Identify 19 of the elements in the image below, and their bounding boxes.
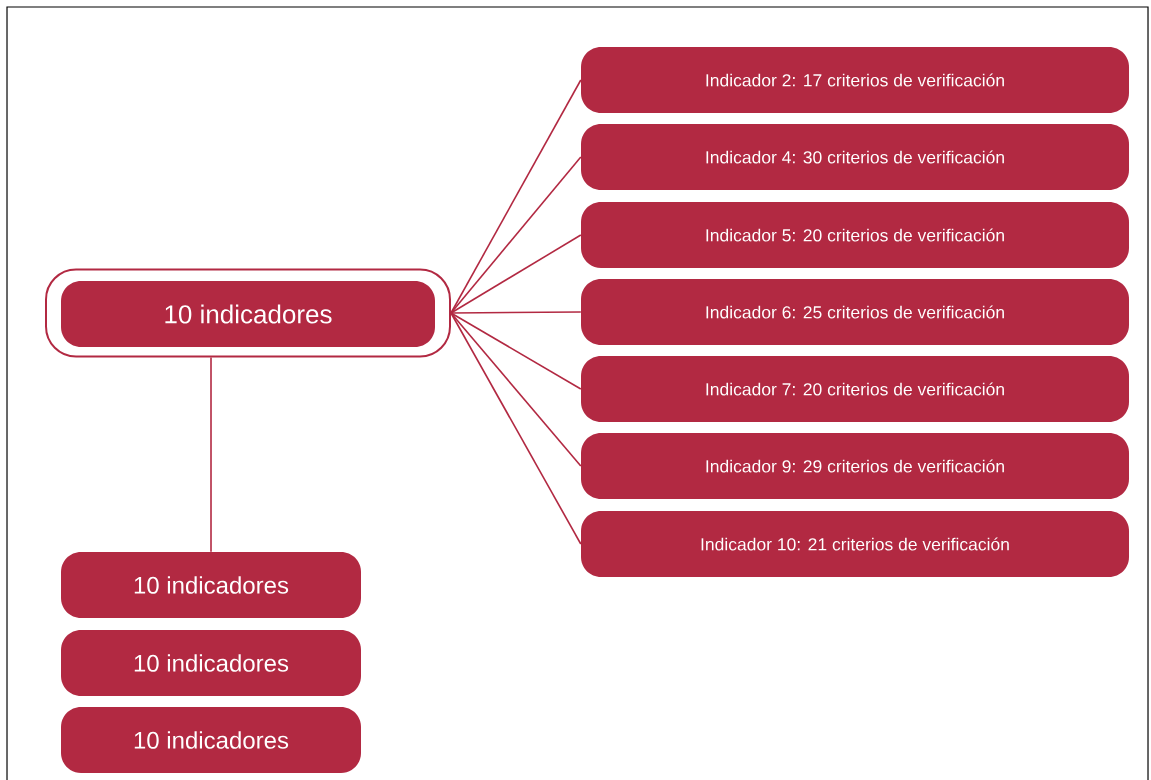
indicator-box: 10 indicadores [61, 630, 361, 696]
connector-line [450, 156, 582, 314]
indicator-box: Indicador 2: 17 criterios de verificación [581, 47, 1129, 113]
connector-line [450, 234, 582, 314]
indicator-box: 10 indicadores [61, 281, 435, 347]
indicator-box: Indicador 6: 25 criterios de verificación [581, 279, 1129, 345]
indicator-box: Indicador 10: 21 criterios de verificación [581, 511, 1129, 577]
connector-line [450, 312, 582, 467]
indicator-box: Indicador 4: 30 criterios de verificación [581, 124, 1129, 190]
indicator-box: 10 indicadores [61, 707, 361, 773]
connector-line [450, 79, 582, 314]
connector-line [450, 312, 582, 545]
connector-line [210, 356, 212, 553]
indicator-box: Indicador 9: 29 criterios de verificación [581, 433, 1129, 499]
indicator-box: Indicador 7: 20 criterios de verificación [581, 356, 1129, 422]
connector-line [450, 312, 582, 390]
indicator-box: 10 indicadores [61, 552, 361, 618]
indicator-box: Indicador 5: 20 criterios de verificación [581, 202, 1129, 268]
connector-line [450, 311, 582, 314]
